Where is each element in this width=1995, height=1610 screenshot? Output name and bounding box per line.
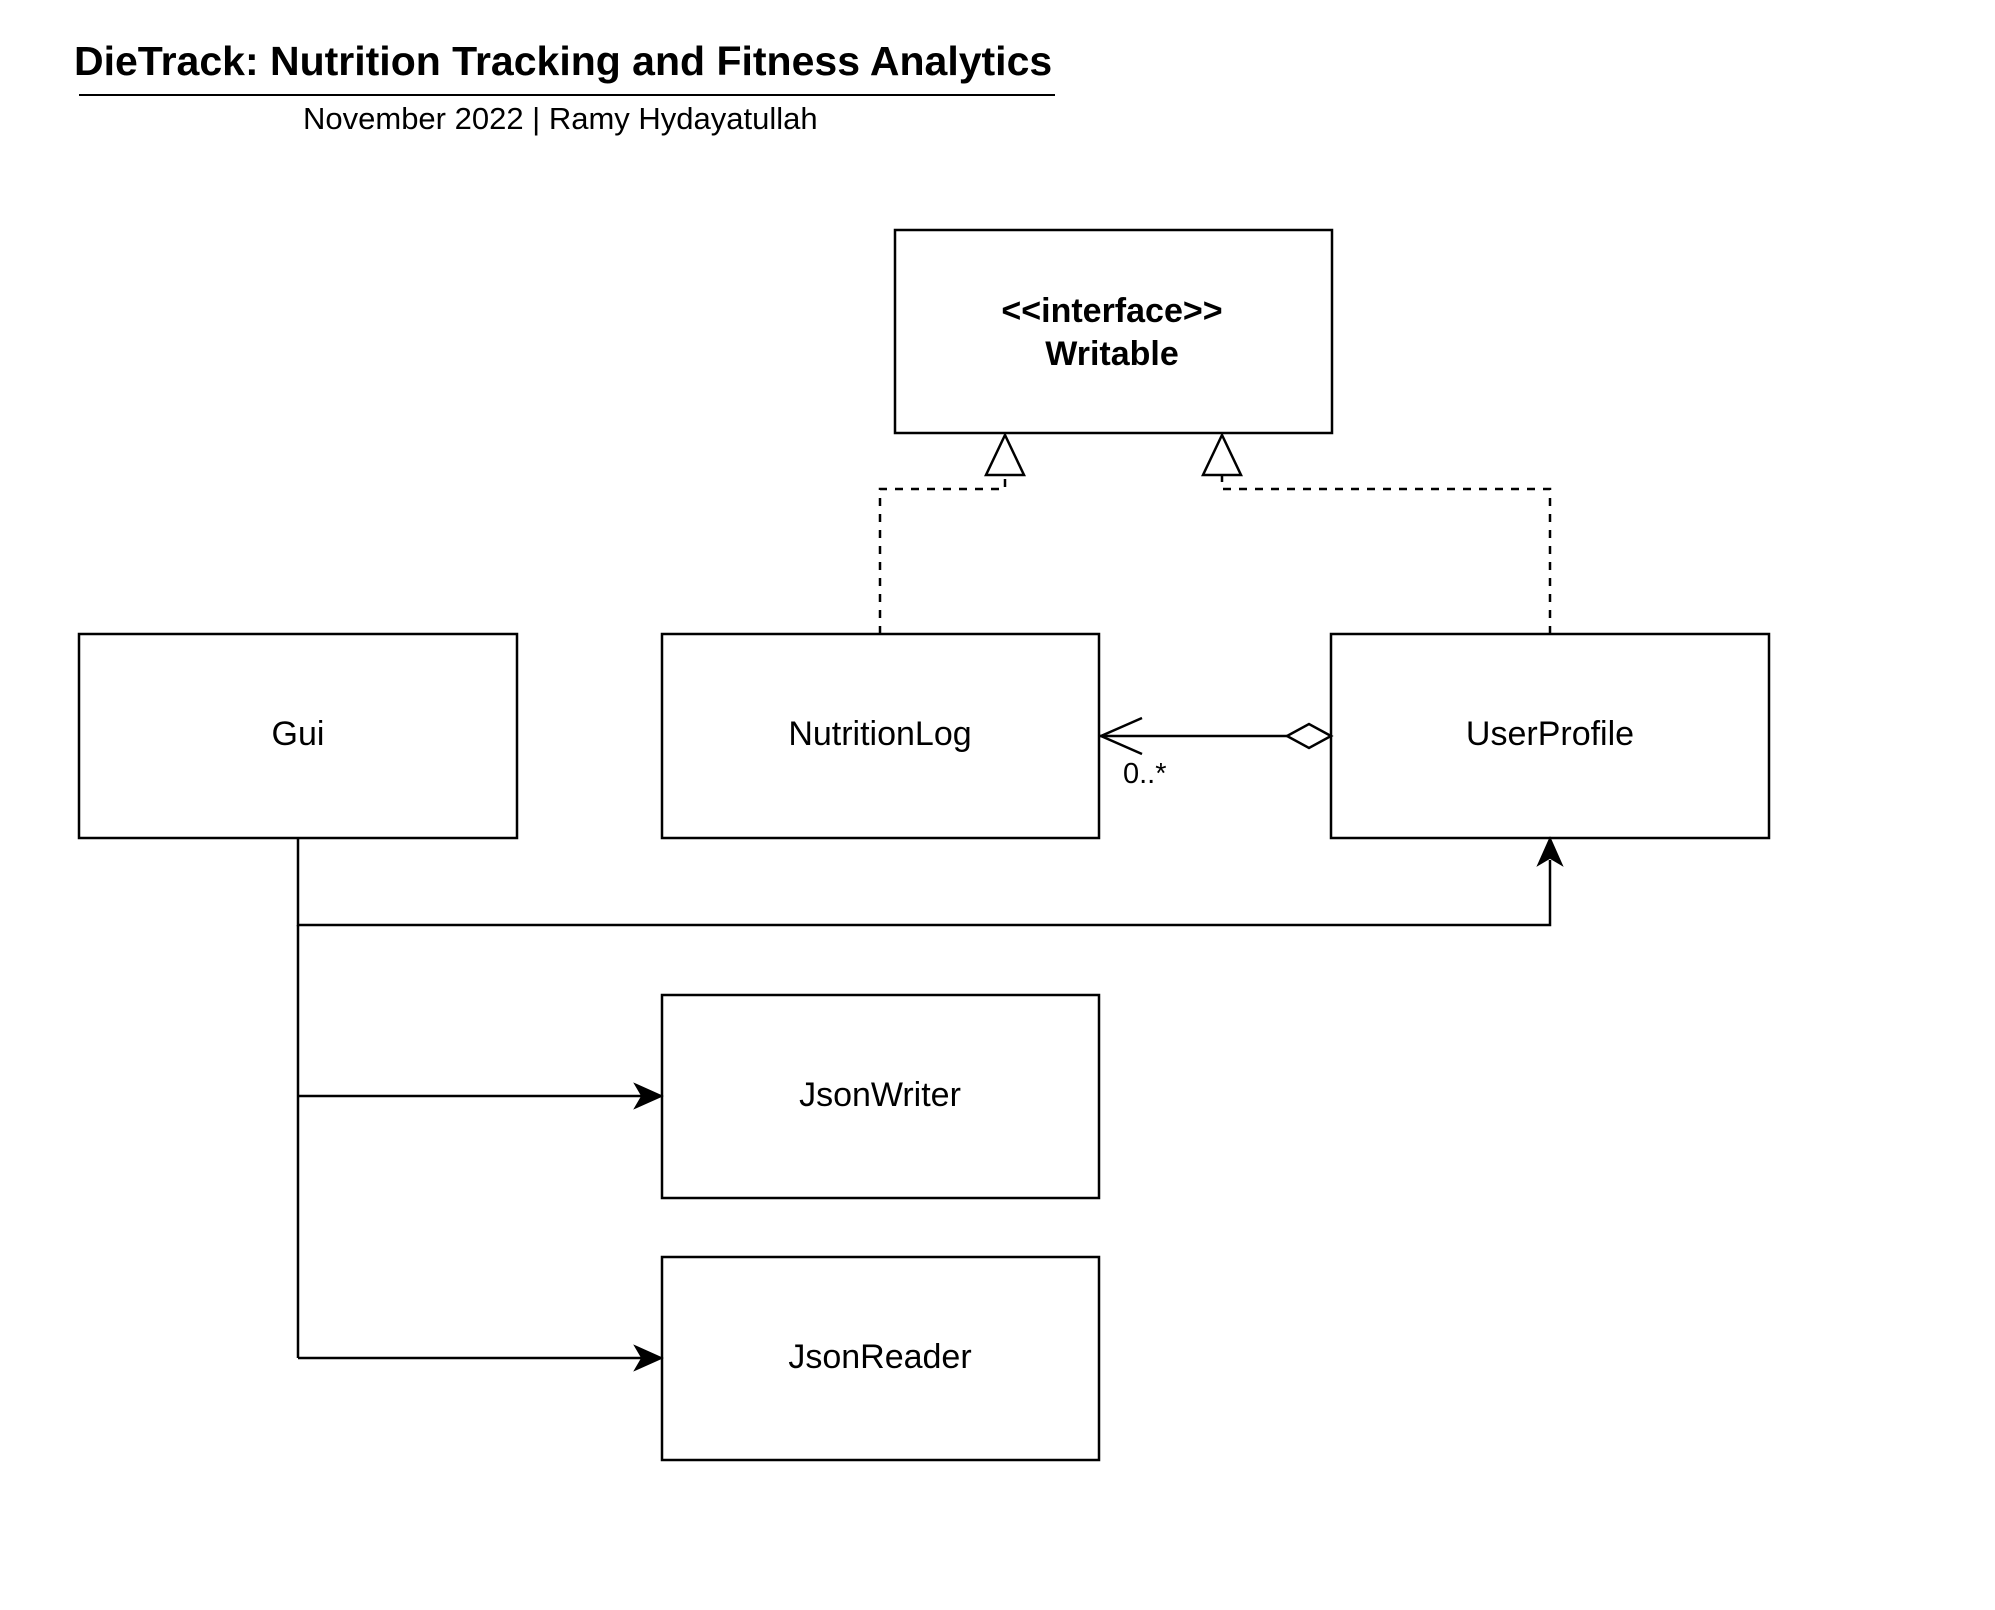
class-writable: <<interface>> Writable [893,228,1334,435]
realization-nutritionlog-writable [878,432,1026,634]
interface-name: Writable [1045,335,1179,373]
class-jsonwriter: JsonWriter [660,993,1101,1200]
association-line [296,838,1552,927]
realization-arrowhead [1201,432,1243,477]
class-gui: Gui [77,632,519,840]
interface-stereotype: <<interface>> [1001,292,1222,330]
class-nutritionlog-label: NutritionLog [788,715,971,753]
realization-userprofile-writable [1201,432,1552,634]
realization-line [1220,475,1552,634]
class-userprofile: UserProfile [1329,632,1771,840]
class-jsonreader: JsonReader [660,1255,1101,1462]
class-jsonreader-label: JsonReader [788,1338,971,1376]
association-arrowhead-jsonwriter [633,1082,664,1110]
realization-arrowhead [984,432,1026,477]
class-jsonreader-box [660,1255,1101,1462]
class-userprofile-label: UserProfile [1466,715,1634,753]
association-arrowhead-jsonreader [633,1344,664,1372]
class-jsonwriter-box [660,993,1101,1200]
association-gui-userprofile [296,836,1564,927]
multiplicity-label: 0..* [1123,758,1167,790]
page-title: DieTrack: Nutrition Tracking and Fitness… [74,38,1053,84]
class-writable-box [893,228,1334,435]
association-arrowhead [1536,836,1564,867]
aggregation-userprofile-nutritionlog: 0..* [1097,716,1334,790]
class-jsonwriter-label: JsonWriter [799,1076,961,1114]
aggregation-diamond [1284,722,1334,750]
page-subtitle: November 2022 | Ramy Hydayatullah [303,101,818,136]
open-arrowhead [1097,716,1143,756]
association-gui-json [296,925,664,1372]
class-nutritionlog: NutritionLog [660,632,1101,840]
class-gui-label: Gui [272,715,325,753]
title-underline [79,94,1055,96]
realization-line [878,475,1007,634]
